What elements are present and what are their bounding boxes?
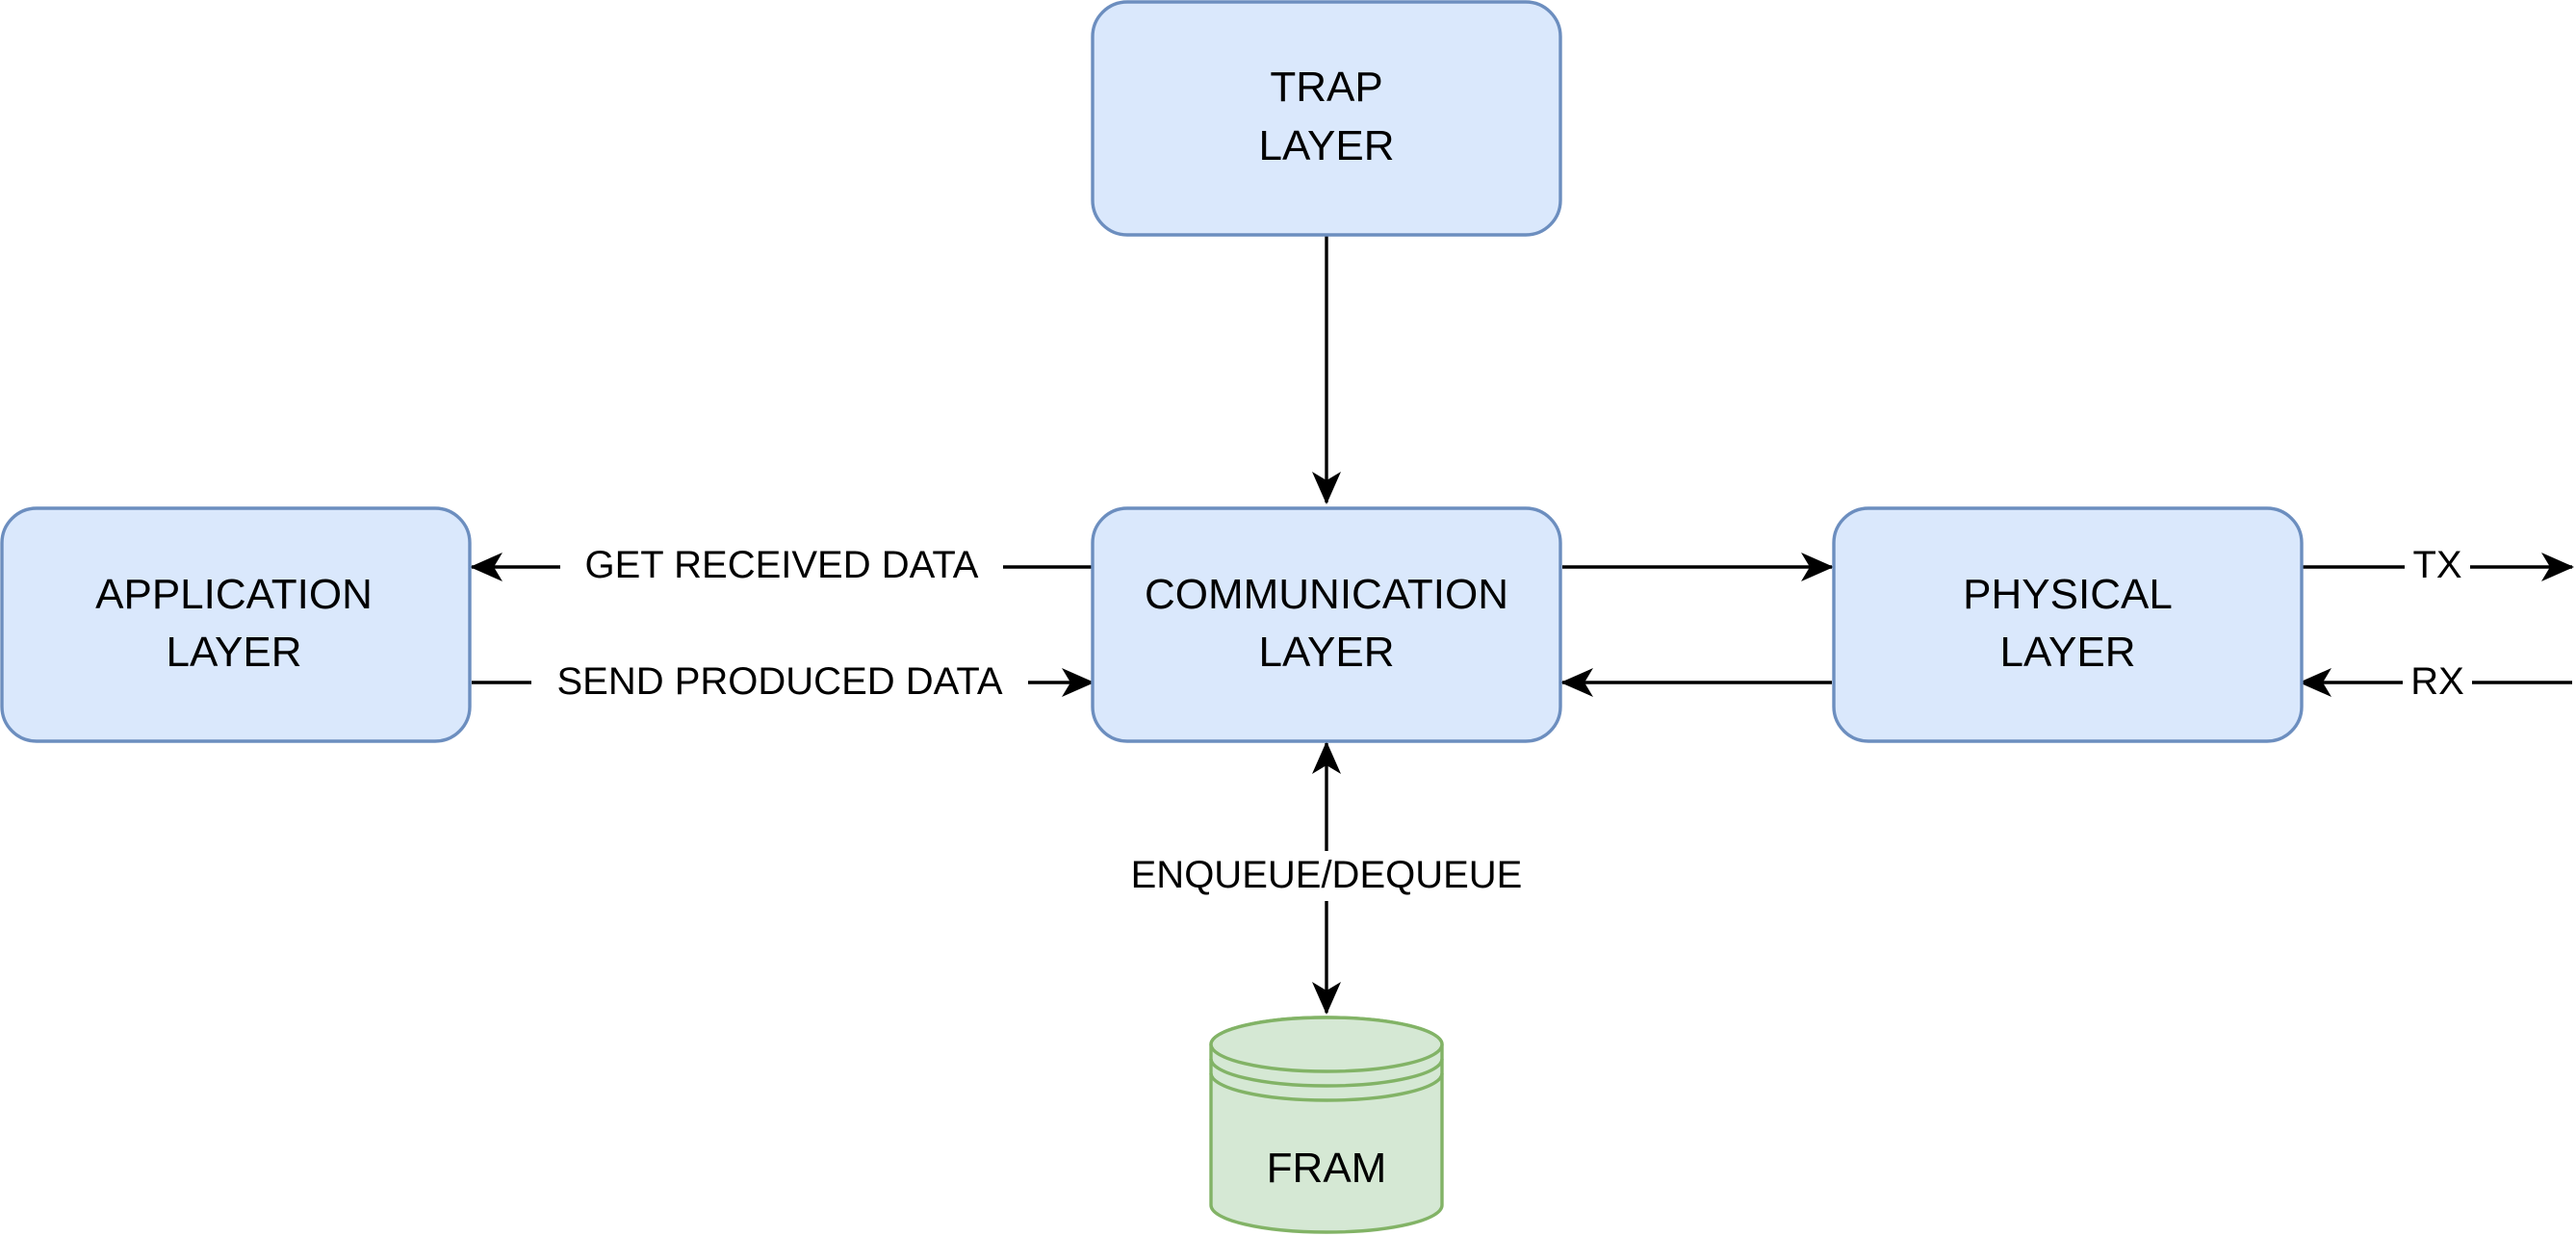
physical-layer-box[interactable]: PHYSICAL LAYER xyxy=(1832,506,2304,743)
label-bg xyxy=(1107,851,1546,901)
rx-label: RX xyxy=(2410,660,2464,703)
tx-label: TX xyxy=(2412,544,2461,586)
enqueue-dequeue-label: ENQUEUE/DEQUEUE xyxy=(1131,854,1523,896)
label-bg xyxy=(2403,658,2472,708)
trap-layer-box[interactable]: TRAP LAYER xyxy=(1091,0,1562,237)
application-layer-box[interactable]: APPLICATION LAYER xyxy=(0,506,472,743)
label-bg xyxy=(560,543,1003,593)
label-bg xyxy=(531,658,1028,708)
communication-layer-box[interactable]: COMMUNICATION LAYER xyxy=(1091,506,1562,743)
get-received-data-label: GET RECEIVED DATA xyxy=(585,544,979,586)
communication-layer-line2: LAYER xyxy=(1258,629,1394,676)
trap-layer-line1: TRAP xyxy=(1270,64,1382,111)
edge-labels: GET RECEIVED DATA SEND PRODUCED DATA ENQ… xyxy=(531,543,2472,901)
label-bg xyxy=(2405,543,2470,593)
physical-layer-line1: PHYSICAL xyxy=(1963,571,2173,618)
physical-layer-line2: LAYER xyxy=(1999,629,2135,676)
communication-layer-line1: COMMUNICATION xyxy=(1145,571,1508,618)
application-layer-line1: APPLICATION xyxy=(95,571,373,618)
application-layer-line2: LAYER xyxy=(166,629,301,676)
fram-label: FRAM xyxy=(1267,1145,1387,1192)
trap-layer-line2: LAYER xyxy=(1258,122,1394,169)
send-produced-data-label: SEND PRODUCED DATA xyxy=(556,660,1002,703)
fram-storage-cylinder[interactable]: FRAM xyxy=(1209,1016,1444,1234)
